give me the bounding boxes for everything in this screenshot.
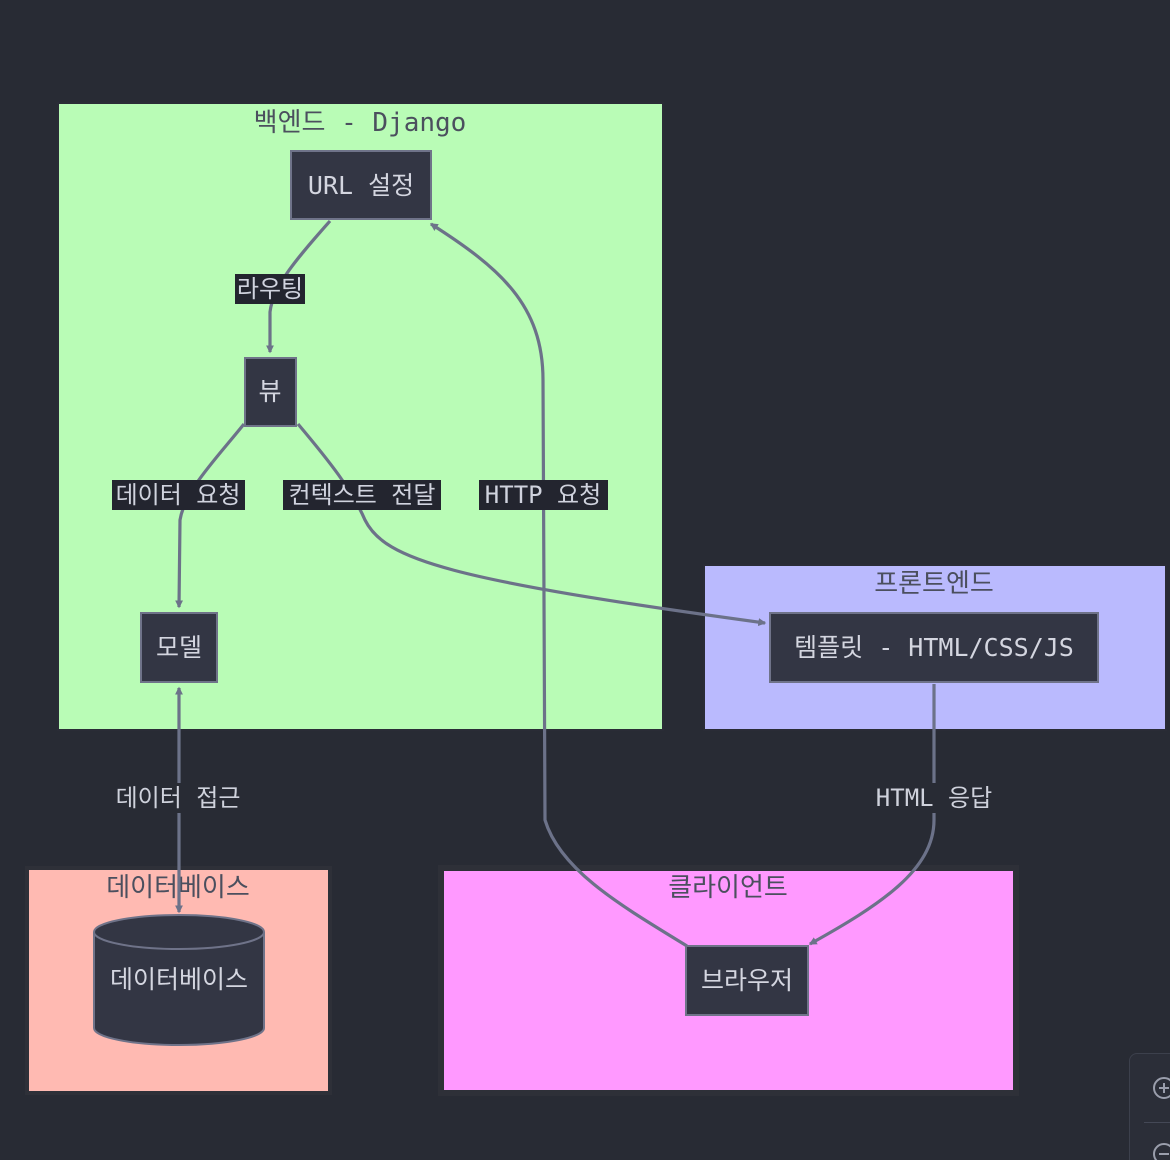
cluster-client-title: 클라이언트	[668, 873, 788, 903]
node-browser-label: 브라우저	[701, 966, 793, 995]
node-template-label: 템플릿 - HTML/CSS/JS	[794, 633, 1074, 662]
node-database[interactable]: 데이터베이스	[93, 914, 265, 1046]
cluster-backend-title: 백엔드 - Django	[254, 108, 467, 138]
edge-data-request	[175, 422, 246, 609]
edge-label-routing: 라우팅	[235, 274, 305, 304]
zoom-in-button[interactable]	[1144, 1068, 1170, 1108]
edge-label-data-access: 데이터 접근	[108, 783, 248, 813]
edge-label-data-access-text: 데이터 접근	[116, 784, 241, 812]
node-model-label: 모델	[156, 633, 202, 662]
edge-label-context-pass-text: 컨텍스트 전달	[289, 481, 436, 509]
edge-label-html-response-text: HTML 응답	[876, 784, 992, 812]
edge-label-http-request: HTTP 요청	[479, 480, 608, 510]
zoom-controls	[1129, 1053, 1170, 1160]
zoom-out-button[interactable]	[1144, 1134, 1170, 1160]
zoom-out-icon	[1144, 1134, 1170, 1160]
edge-label-data-request-text: 데이터 요청	[116, 481, 241, 509]
node-template[interactable]: 템플릿 - HTML/CSS/JS	[769, 612, 1099, 683]
node-view[interactable]: 뷰	[244, 357, 297, 427]
edge-label-html-response: HTML 응답	[866, 783, 1002, 813]
zoom-in-icon	[1144, 1068, 1170, 1108]
edge-label-context-pass: 컨텍스트 전달	[283, 480, 441, 510]
edge-context-pass	[296, 422, 767, 627]
node-url-config[interactable]: URL 설정	[290, 150, 432, 220]
node-browser[interactable]: 브라우저	[685, 945, 809, 1016]
edge-label-routing-text: 라우팅	[237, 275, 303, 303]
database-cylinder-top	[93, 914, 265, 950]
database-cylinder-shape	[93, 932, 265, 1046]
edge-http-request	[429, 222, 688, 948]
node-database-label: 데이터베이스	[110, 965, 248, 994]
cluster-frontend-title: 프론트엔드	[874, 569, 994, 599]
edge-label-data-request: 데이터 요청	[112, 480, 245, 510]
node-view-label: 뷰	[258, 377, 281, 406]
edge-label-http-request-text: HTTP 요청	[485, 481, 601, 509]
edge-html-response	[808, 684, 936, 946]
node-url-config-label: URL 설정	[308, 171, 414, 200]
zoom-divider	[1144, 1122, 1170, 1123]
node-model[interactable]: 모델	[140, 612, 218, 683]
edge-routing	[266, 219, 332, 354]
